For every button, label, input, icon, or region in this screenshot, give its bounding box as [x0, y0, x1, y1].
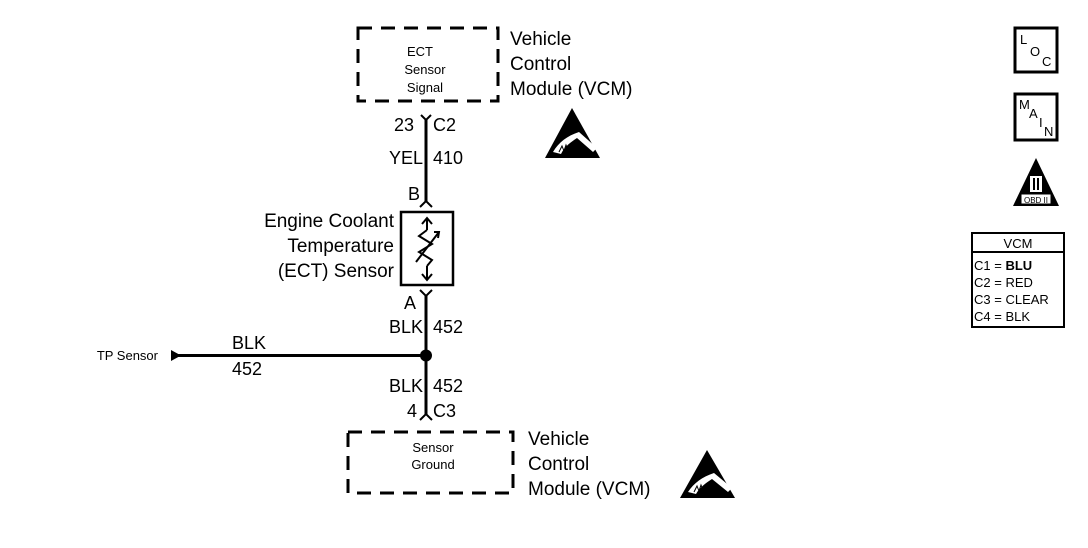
sensor-name-2: Temperature — [287, 236, 394, 257]
connector-legend: VCM C1 = BLU C2 = RED C3 = CLEAR C4 = BL… — [971, 232, 1065, 328]
bottom-vcm-module: Sensor Ground Vehicle Control Module (VC… — [346, 429, 735, 500]
main-icon: M A I N — [1013, 92, 1059, 142]
wire-blk-452-tp-circuit: 452 — [232, 359, 262, 379]
legend-row: C2 = RED — [974, 275, 1033, 290]
top-connector-id: C2 — [433, 115, 456, 135]
loc-icon: L O C — [1013, 26, 1059, 74]
sensor-name-3: (ECT) Sensor — [278, 261, 395, 282]
top-vcm-module: ECT Sensor Signal Vehicle Control Module… — [356, 26, 632, 158]
bottom-module-box — [346, 430, 515, 495]
svg-text:O: O — [1030, 44, 1040, 59]
svg-text:N: N — [1044, 124, 1053, 139]
obd-ii-icon: OBD II — [1013, 158, 1059, 206]
bottom-connector-id: C3 — [433, 401, 456, 421]
wire-yel-410-color: YEL — [389, 148, 423, 168]
svg-text:C2 = RED: C2 = RED — [974, 275, 1033, 290]
bottom-module-name-1: Vehicle — [528, 429, 589, 450]
wire-yel-410-circuit: 410 — [433, 148, 463, 168]
top-connector-pin: 23 — [394, 115, 414, 135]
svg-text:C: C — [1042, 54, 1051, 69]
top-box-line-2: Sensor — [404, 62, 446, 77]
svg-text:C4 = BLK: C4 = BLK — [974, 309, 1030, 324]
sensor-name-1: Engine Coolant — [264, 211, 395, 232]
wire-blk-452-tp-color: BLK — [232, 333, 266, 353]
top-box-line-3: Signal — [407, 80, 443, 95]
tp-sensor-branch: TP Sensor BLK 452 — [97, 333, 426, 379]
legend-title: VCM — [1004, 236, 1033, 251]
wire-blk-452-sensor-circuit: 452 — [433, 317, 463, 337]
sensor-pin-a: A — [404, 293, 416, 313]
sensor-box — [399, 210, 455, 287]
svg-text:C3 = CLEAR: C3 = CLEAR — [974, 292, 1049, 307]
top-module-name-3: Module (VCM) — [510, 79, 632, 100]
ect-sensor: B Engine Coolant Temperature (ECT) Senso… — [264, 184, 455, 313]
top-module-box — [356, 26, 500, 103]
bottom-box-line-1: Sensor — [412, 440, 454, 455]
top-module-name-1: Vehicle — [510, 29, 571, 50]
sensor-pin-b: B — [408, 184, 420, 204]
wire-blk-452-ground-circuit: 452 — [433, 376, 463, 396]
svg-text:C1 = BLU: C1 = BLU — [974, 258, 1032, 273]
esd-warning-icon — [680, 450, 735, 498]
wire-blk-452-sensor-color: BLK — [389, 317, 423, 337]
top-box-line-1: ECT — [407, 44, 433, 59]
svg-text:L: L — [1020, 32, 1027, 47]
top-connector: 23 C2 — [394, 114, 456, 135]
esd-warning-icon — [545, 108, 600, 158]
svg-text:I: I — [1039, 115, 1043, 130]
legend-row: C1 = BLU — [974, 258, 1032, 273]
bottom-box-line-2: Ground — [411, 457, 454, 472]
bottom-module-name-3: Module (VCM) — [528, 479, 650, 500]
bottom-connector-pin: 4 — [407, 401, 417, 421]
top-module-name-2: Control — [510, 54, 571, 75]
legend-row: C3 = CLEAR — [974, 292, 1049, 307]
thermistor-icon — [415, 216, 441, 282]
bottom-connector: 4 C3 — [407, 401, 456, 421]
bottom-module-name-2: Control — [528, 454, 589, 475]
tp-sensor-label: TP Sensor — [97, 348, 159, 363]
wire-blk-452-ground-color: BLK — [389, 376, 423, 396]
svg-text:A: A — [1029, 106, 1038, 121]
svg-text:OBD II: OBD II — [1024, 196, 1048, 205]
legend-row: C4 = BLK — [974, 309, 1030, 324]
svg-text:M: M — [1019, 97, 1030, 112]
